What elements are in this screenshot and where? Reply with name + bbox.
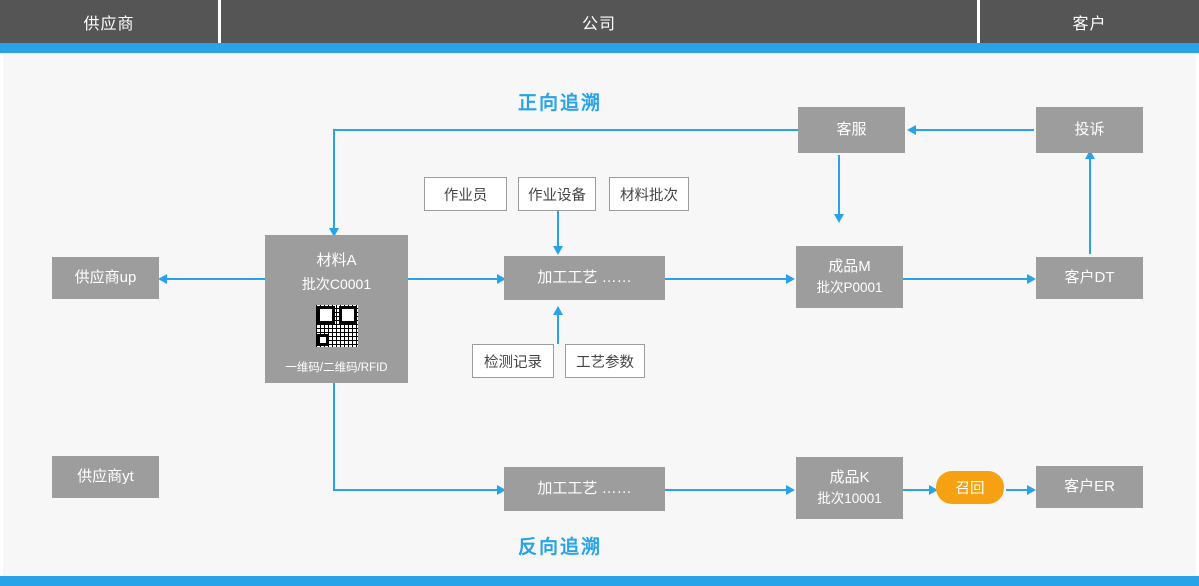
arrowhead-inspection-to-process bbox=[553, 306, 563, 315]
node-material-a[interactable]: 材料A 批次C0001 一维码/二维码/RFID bbox=[265, 235, 408, 383]
arrowhead-recall-to-customerer bbox=[1027, 485, 1036, 495]
node-product-k-batch: 批次10001 bbox=[817, 491, 882, 507]
accent-bar-top bbox=[0, 43, 1199, 53]
arrowhead-complaint-to-service bbox=[907, 125, 916, 135]
connector-material-down-v bbox=[333, 383, 335, 490]
connector-service-to-material-h bbox=[333, 129, 800, 131]
node-supplier-yt[interactable]: 供应商yt bbox=[52, 456, 159, 498]
node-customer-er-label: 客户ER bbox=[1064, 478, 1115, 496]
node-material-a-batch: 批次C0001 bbox=[301, 276, 372, 292]
connector-process-to-productm bbox=[665, 278, 790, 280]
node-material-a-title: 材料A bbox=[316, 252, 357, 269]
lane-header-supplier: 供应商 bbox=[0, 0, 218, 43]
node-recall[interactable]: 召回 bbox=[936, 471, 1004, 504]
node-recall-label: 召回 bbox=[955, 481, 985, 497]
attr-equipment-label: 作业设备 bbox=[528, 187, 586, 204]
connector-material-to-supplierup bbox=[160, 278, 265, 280]
arrowhead-to-supplierup bbox=[158, 274, 167, 284]
node-customer-er[interactable]: 客户ER bbox=[1036, 466, 1143, 508]
connector-service-to-productm bbox=[838, 155, 840, 217]
connector-service-to-material-v bbox=[333, 129, 335, 233]
connector-inspection-to-process bbox=[557, 312, 559, 344]
arrowhead-service-to-productm bbox=[834, 214, 844, 223]
node-product-k-title: 成品K bbox=[829, 469, 870, 487]
arrowhead-productm-to-customerdt bbox=[1027, 274, 1036, 284]
node-customer-service[interactable]: 客服 bbox=[798, 107, 905, 153]
label-forward-trace: 正向追溯 bbox=[518, 93, 603, 114]
attr-process-parameter[interactable]: 工艺参数 bbox=[565, 344, 645, 378]
connector-productm-to-customerdt bbox=[903, 278, 1031, 280]
attr-material-batch-label: 材料批次 bbox=[620, 187, 678, 204]
node-supplier-yt-label: 供应商yt bbox=[77, 468, 134, 486]
connector-complaint-to-service bbox=[909, 129, 1034, 131]
arrowhead-equipment-to-process bbox=[553, 246, 563, 255]
arrowhead-customerdt-to-complaint bbox=[1085, 150, 1095, 159]
attr-process-parameter-label: 工艺参数 bbox=[576, 354, 634, 371]
canvas-left-edge bbox=[0, 53, 3, 576]
arrowhead-process-to-productm bbox=[786, 274, 795, 284]
node-product-k[interactable]: 成品K 批次10001 bbox=[796, 457, 903, 519]
node-product-m-title: 成品M bbox=[828, 258, 871, 276]
node-process-top[interactable]: 加工工艺 …… bbox=[504, 256, 665, 300]
node-customer-service-label: 客服 bbox=[836, 121, 867, 139]
node-product-m[interactable]: 成品M 批次P0001 bbox=[796, 246, 903, 308]
lane-header-company: 公司 bbox=[221, 0, 977, 43]
connector-equipment-to-process bbox=[557, 210, 559, 250]
node-product-m-batch: 批次P0001 bbox=[816, 280, 883, 296]
canvas-right-edge bbox=[1196, 53, 1199, 576]
connector-material-down-h bbox=[333, 489, 503, 491]
node-process-top-label: 加工工艺 …… bbox=[537, 269, 632, 287]
attr-inspection-record-label: 检测记录 bbox=[484, 354, 542, 371]
connector-process-bottom-to-productk bbox=[665, 489, 790, 491]
qr-code-icon bbox=[315, 305, 358, 347]
connector-customerdt-to-complaint bbox=[1089, 156, 1091, 254]
label-backward-trace: 反向追溯 bbox=[518, 537, 603, 558]
arrowhead-to-process-bottom bbox=[497, 485, 506, 495]
node-customer-dt[interactable]: 客户DT bbox=[1036, 257, 1143, 299]
node-supplier-up-label: 供应商up bbox=[74, 269, 137, 287]
accent-bar-bottom bbox=[0, 576, 1199, 586]
lane-header: 供应商 公司 客户 bbox=[0, 0, 1199, 43]
lane-header-customer: 客户 bbox=[980, 0, 1199, 43]
attr-equipment[interactable]: 作业设备 bbox=[518, 177, 596, 211]
attr-material-batch[interactable]: 材料批次 bbox=[609, 177, 689, 211]
node-material-a-codes: 一维码/二维码/RFID bbox=[285, 362, 388, 374]
arrowhead-productk-to-recall bbox=[929, 485, 938, 495]
connector-material-to-process bbox=[408, 278, 502, 280]
node-process-bottom[interactable]: 加工工艺 …… bbox=[504, 467, 665, 511]
connector-recall-to-customerer bbox=[1006, 489, 1031, 491]
attr-inspection-record[interactable]: 检测记录 bbox=[472, 344, 554, 378]
connector-productk-to-recall bbox=[903, 489, 933, 491]
node-customer-dt-label: 客户DT bbox=[1064, 269, 1115, 287]
node-process-bottom-label: 加工工艺 …… bbox=[537, 480, 632, 498]
arrowhead-into-material-a bbox=[329, 228, 339, 237]
node-complaint-label: 投诉 bbox=[1074, 121, 1105, 139]
node-supplier-up[interactable]: 供应商up bbox=[52, 257, 159, 299]
arrowhead-process-bottom-to-productk bbox=[786, 485, 795, 495]
node-complaint[interactable]: 投诉 bbox=[1036, 107, 1143, 153]
attr-operator-label: 作业员 bbox=[443, 187, 488, 204]
attr-operator[interactable]: 作业员 bbox=[424, 177, 507, 211]
arrowhead-material-to-process bbox=[497, 274, 506, 284]
